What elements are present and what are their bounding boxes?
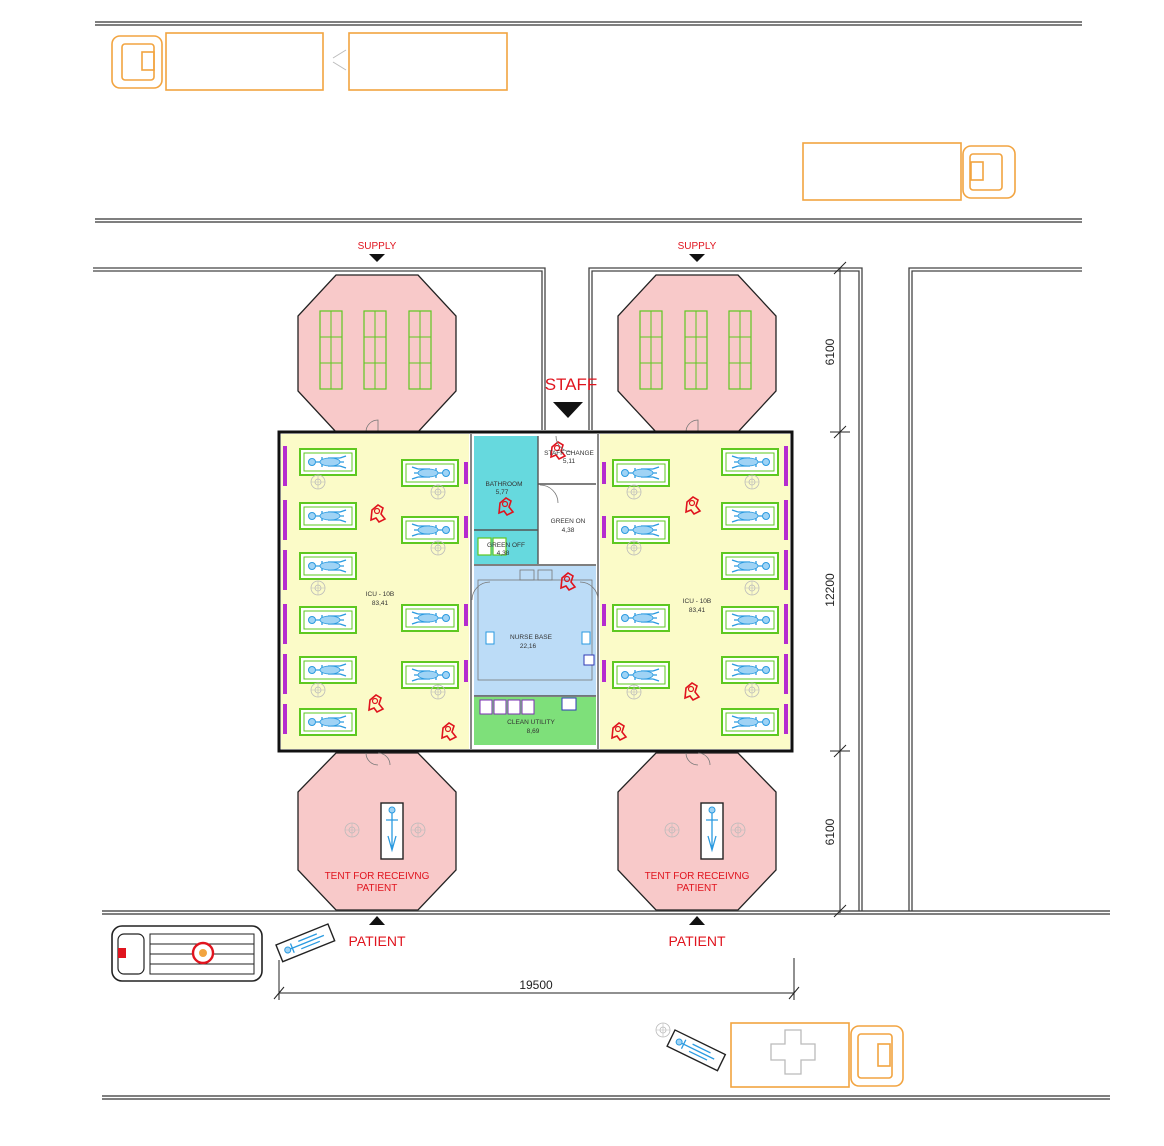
dim-top: 6100 <box>823 338 837 365</box>
icu-right-area: 83,41 <box>689 607 706 614</box>
patient-label-left: PATIENT <box>348 933 405 949</box>
clean-utility-area: 8,69 <box>527 728 540 735</box>
staff-arrow <box>553 402 583 418</box>
icu-left-name: ICU - 10B <box>366 591 395 598</box>
staff-label: STAFF <box>545 375 598 394</box>
tent-receiving-right-line1: TENT FOR RECEIVNG <box>645 871 750 882</box>
dim-middle: 12200 <box>823 573 837 607</box>
ambulance-bottom-left <box>111 925 263 982</box>
room-green-on <box>538 484 596 564</box>
supply-label-right: SUPPLY <box>678 241 717 252</box>
bottom-road <box>102 910 1110 1100</box>
green-off-name: GREEN OFF <box>487 542 525 549</box>
site-boundary <box>93 267 1082 911</box>
clean-utility-name: CLEAN UTILITY <box>507 719 555 726</box>
green-off-area: 4,38 <box>497 550 510 557</box>
supply-arrow-right <box>689 254 705 262</box>
dim-width: 19500 <box>519 978 553 992</box>
dim-bottom: 6100 <box>823 818 837 845</box>
receiving-tent-left <box>297 752 457 911</box>
tent-receiving-left-line1: TENT FOR RECEIVNG <box>325 871 430 882</box>
top-road <box>95 21 1082 223</box>
truck-top-left <box>111 32 508 91</box>
supply-tent-left <box>297 274 457 433</box>
green-on-name: GREEN ON <box>551 518 586 525</box>
icu-right-name: ICU - 10B <box>683 598 712 605</box>
staff-change-name: STAFF CHANGE <box>544 450 594 457</box>
ambulance-bottom-right <box>730 1022 904 1088</box>
bathroom-name: BATHROOM <box>485 481 522 488</box>
icu-building: ICU - 10B 83,41 ICU - 10B 83,41 BATHROOM… <box>277 430 794 753</box>
patient-arrow-left <box>369 916 385 925</box>
receiving-tent-right <box>617 752 777 911</box>
nurse-base-area: 22,16 <box>520 643 537 650</box>
room-staff-change <box>538 436 596 484</box>
supply-tent-right <box>617 274 777 433</box>
tent-receiving-right-line2: PATIENT <box>677 883 718 894</box>
patient-label-right: PATIENT <box>668 933 725 949</box>
room-nurse-base <box>474 566 596 696</box>
icu-left-area: 83,41 <box>372 600 389 607</box>
dimension-horizontal <box>273 958 800 1000</box>
supply-label-left: SUPPLY <box>358 241 397 252</box>
staff-change-area: 5,11 <box>563 458 576 465</box>
tent-receiving-left-line2: PATIENT <box>357 883 398 894</box>
bathroom-area: 5,77 <box>496 489 509 496</box>
nurse-base-name: NURSE BASE <box>510 634 553 641</box>
patient-arrow-right <box>689 916 705 925</box>
dimension-vertical <box>830 261 850 918</box>
truck-top-right <box>802 142 1016 201</box>
stretcher-bottom-left <box>275 923 336 963</box>
green-on-area: 4,38 <box>562 527 575 534</box>
stretcher-bottom-right <box>666 1029 727 1072</box>
supply-arrow-left <box>369 254 385 262</box>
